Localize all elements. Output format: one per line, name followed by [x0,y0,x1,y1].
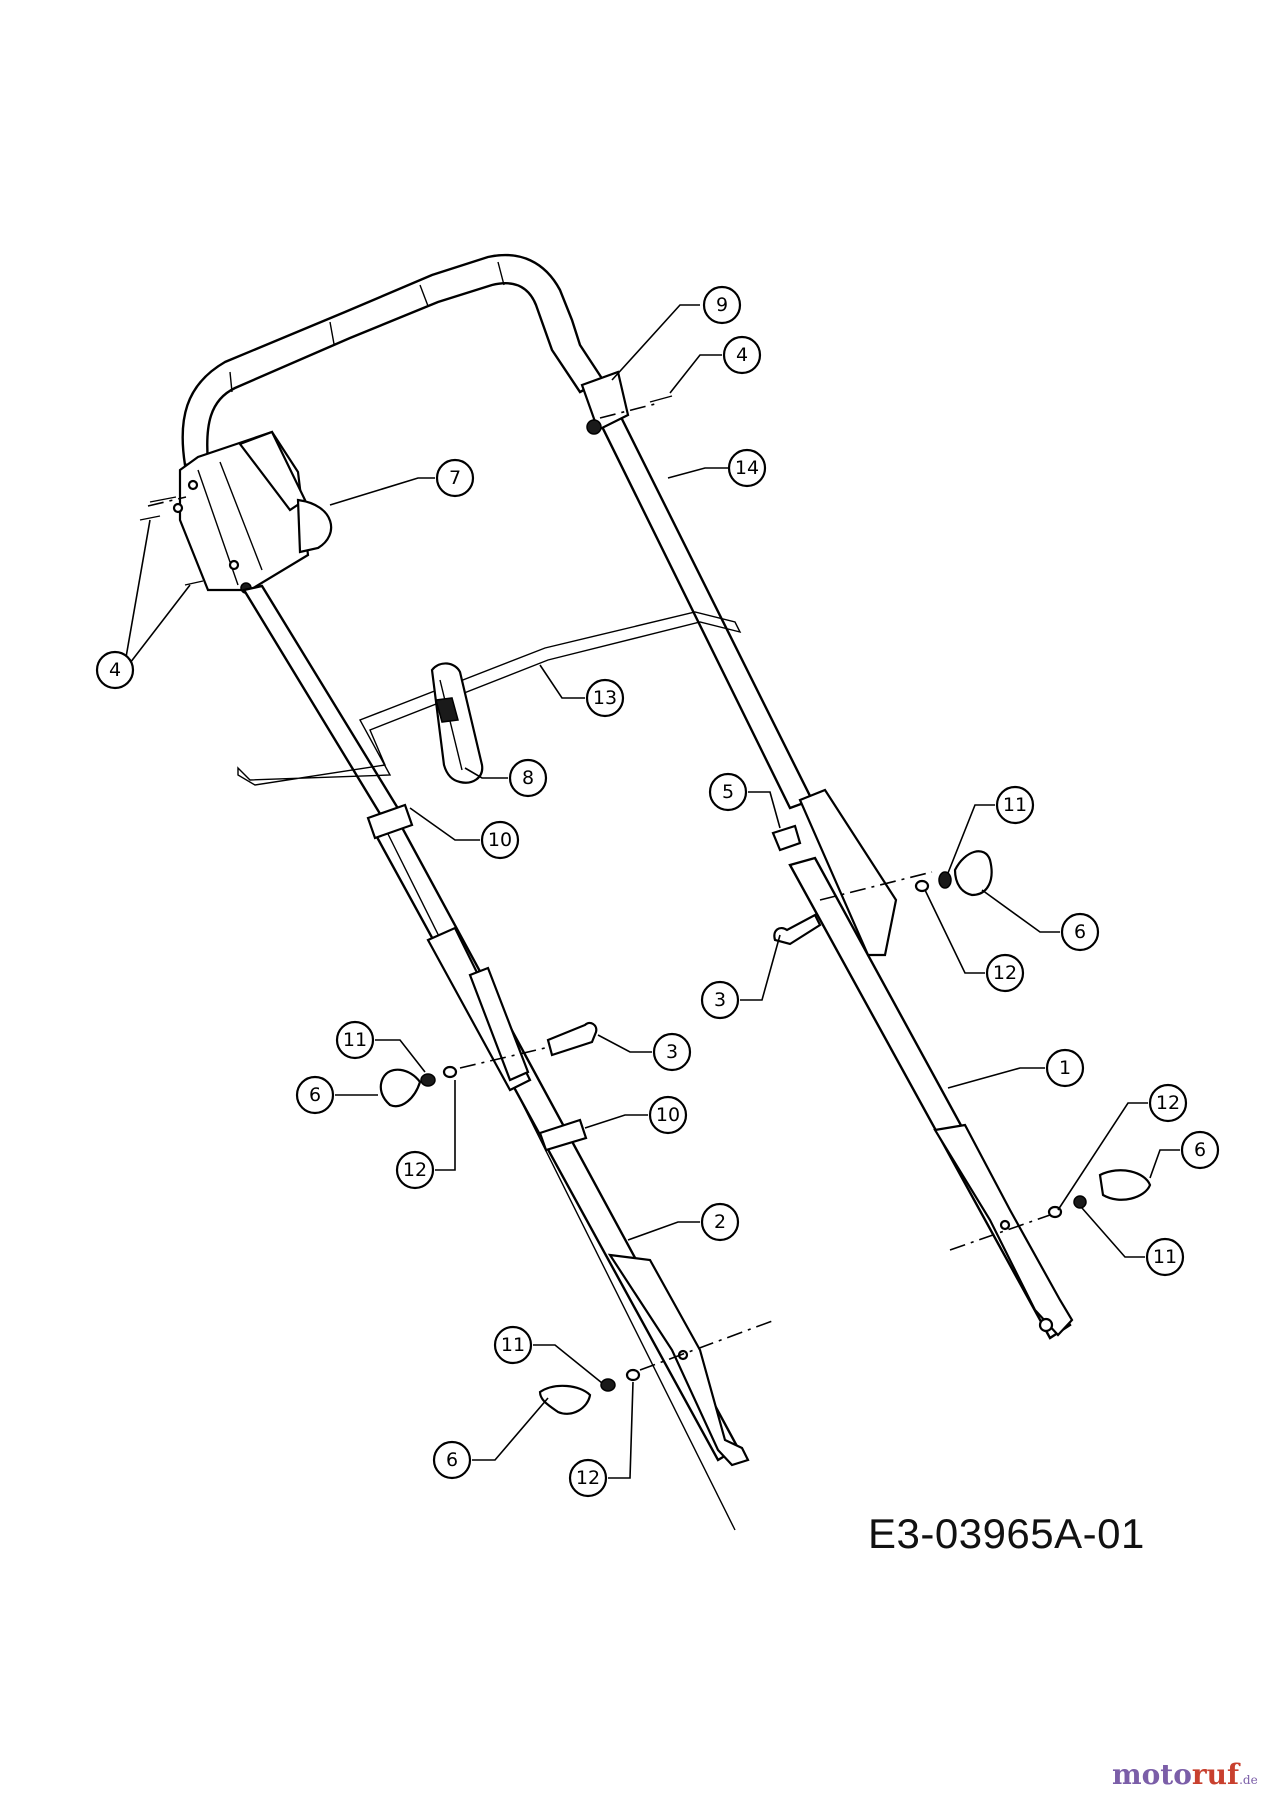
svg-text:12: 12 [576,1467,600,1489]
knob-upper-right [953,850,993,897]
leader-lines [124,304,1180,1479]
right-clamp [580,370,630,432]
left-upper-tube [242,584,404,824]
callout-12-upper-right: 12 [985,953,1025,993]
svg-text:12: 12 [1156,1092,1180,1114]
svg-text:4: 4 [736,344,748,366]
watermark-part-3: .de [1239,1773,1258,1787]
svg-text:7: 7 [449,467,461,489]
axis-line-middle [459,1047,546,1069]
svg-text:4: 4 [109,659,121,681]
screw-3 [184,580,204,586]
callout-6-middle-left: 6 [295,1075,335,1115]
svg-text:12: 12 [403,1159,427,1181]
callout-10-lower: 10 [648,1095,688,1135]
svg-text:6: 6 [446,1449,458,1471]
axis-line-top-right [599,403,656,419]
svg-text:1: 1 [1059,1057,1071,1079]
callout-9: 9 [702,285,742,325]
callout-8: 8 [508,758,548,798]
handle-top-bar [181,253,605,467]
svg-text:6: 6 [1074,921,1086,943]
screw-4 [649,395,673,403]
callout-7: 7 [435,458,475,498]
svg-text:3: 3 [714,989,726,1011]
callout-4-top: 4 [722,335,762,375]
callout-11-upper-right: 11 [995,785,1035,825]
callout-12-middle-left: 12 [395,1150,435,1190]
grommet [771,824,802,852]
right-bottom-clip [933,1123,1074,1337]
cable-guide [430,662,484,784]
screw-1 [149,496,177,503]
drawing-number: E3-03965A-01 [868,1510,1145,1557]
callout-1: 1 [1045,1048,1085,1088]
svg-text:11: 11 [1153,1246,1177,1268]
callout-3-left: 3 [652,1032,692,1072]
watermark-part-2: ruf [1191,1758,1240,1791]
callout-3-right: 3 [700,980,740,1020]
watermark-logo: motoruf.de [1112,1758,1258,1791]
left-bottom-clip [607,1253,750,1467]
svg-text:11: 11 [1003,794,1027,816]
left-upper-clamp [366,803,414,840]
callout-14: 14 [727,448,767,488]
callout-12-bottom-left: 12 [568,1458,608,1498]
axis-line-lower [639,1319,776,1371]
callout-6-lower-right: 6 [1180,1130,1220,1170]
svg-text:8: 8 [522,767,534,789]
cable-bracket [237,611,742,786]
callout-2: 2 [700,1202,740,1242]
callout-6-upper-right: 6 [1060,912,1100,952]
svg-text:3: 3 [666,1041,678,1063]
callout-11-middle-left: 11 [335,1020,375,1060]
svg-text:14: 14 [735,457,759,479]
bolt-left [546,1021,598,1057]
callout-12-lower-right: 12 [1148,1083,1188,1123]
right-upper-tube [583,383,814,810]
svg-text:9: 9 [716,294,728,316]
svg-text:12: 12 [993,962,1017,984]
svg-text:6: 6 [1194,1139,1206,1161]
callout-4-left: 4 [95,650,135,690]
svg-text:11: 11 [501,1334,525,1356]
callout-10-upper: 10 [480,820,520,860]
axis-line-right [819,871,933,901]
svg-text:13: 13 [593,687,617,709]
svg-text:2: 2 [714,1211,726,1233]
svg-text:11: 11 [343,1029,367,1051]
svg-text:6: 6 [309,1084,321,1106]
watermark-part-1: moto [1112,1758,1192,1791]
callout-11-lower-right: 11 [1145,1237,1185,1277]
callout-13: 13 [585,678,625,718]
left-lower-clamp [538,1118,588,1152]
bolt-right [773,913,822,946]
callout-11-bottom-left: 11 [493,1325,533,1365]
svg-text:10: 10 [656,1104,680,1126]
axis-line-top-left [147,496,187,507]
callout-5: 5 [708,772,748,812]
right-upper-bracket [798,788,898,957]
knob-lower-right [1098,1169,1152,1201]
callout-6-bottom-left: 6 [432,1440,472,1480]
svg-text:5: 5 [722,781,734,803]
knob-middle-left [379,1068,422,1108]
screw-2 [139,515,161,521]
svg-text:10: 10 [488,829,512,851]
control-box [172,430,333,594]
